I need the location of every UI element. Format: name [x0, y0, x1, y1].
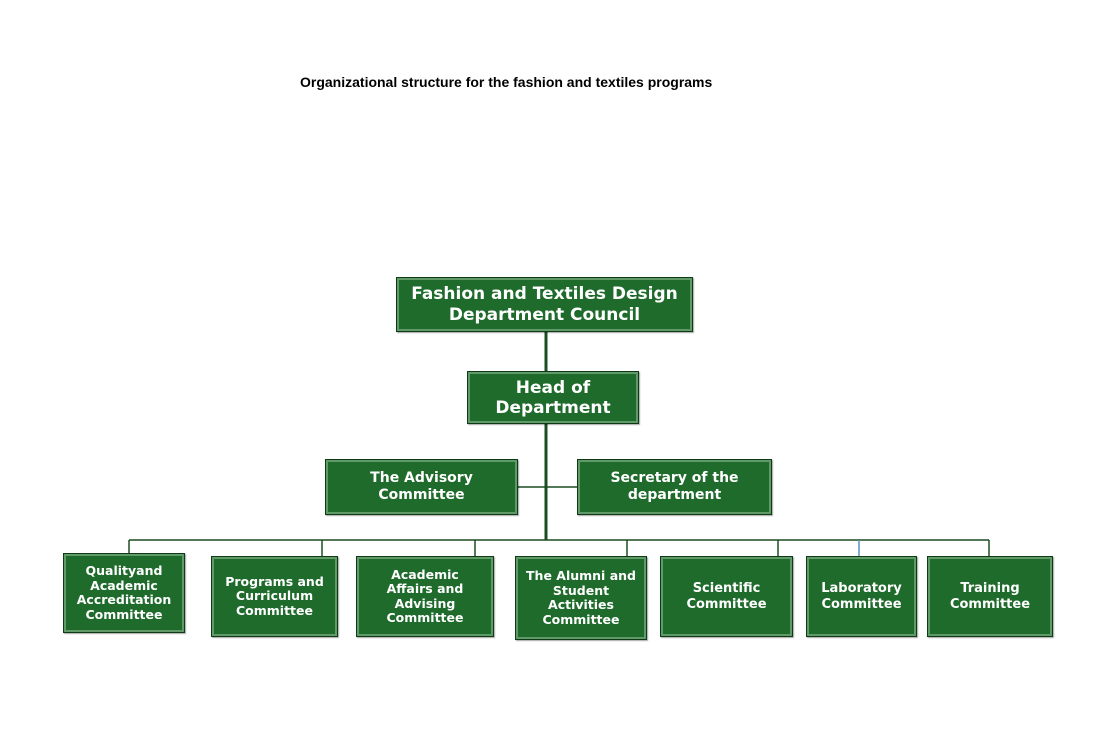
secretary-label: Secretary of the department — [610, 470, 739, 503]
quality-accreditation-committee-label: Qualityand Academic Accreditation Commit… — [76, 563, 172, 622]
laboratory-committee-label: Laboratory Committee — [821, 580, 902, 612]
head-of-department-label: Head of Department — [495, 377, 611, 418]
advisory-committee-box: The Advisory Committee — [325, 459, 518, 515]
laboratory-committee-box: Laboratory Committee — [806, 556, 917, 637]
programs-curriculum-committee-label: Programs and Curriculum Committee — [225, 573, 324, 618]
academic-affairs-committee-box: Academic Affairs and Advising Committee — [356, 556, 494, 637]
programs-curriculum-committee-box: Programs and Curriculum Committee — [211, 556, 338, 637]
diagram-title: Organizational structure for the fashion… — [300, 74, 713, 90]
training-committee-label: Training Committee — [949, 580, 1031, 612]
advisory-committee-label: The Advisory Committee — [370, 470, 473, 503]
head-of-department-box: Head of Department — [467, 371, 639, 424]
secretary-box: Secretary of the department — [577, 459, 772, 515]
academic-affairs-committee-label: Academic Affairs and Advising Committee — [386, 566, 464, 625]
department-council-box: Fashion and Textiles Design Department C… — [396, 277, 693, 332]
alumni-student-activities-committee-label: The Alumni and Student Activities Commit… — [526, 568, 636, 627]
alumni-student-activities-committee-box: The Alumni and Student Activities Commit… — [515, 556, 647, 640]
department-council-label: Fashion and Textiles Design Department C… — [411, 283, 678, 325]
scientific-committee-box: Scientific Committee — [660, 556, 793, 637]
training-committee-box: Training Committee — [927, 556, 1053, 637]
scientific-committee-label: Scientific Committee — [686, 580, 767, 612]
quality-accreditation-committee-box: Qualityand Academic Accreditation Commit… — [63, 553, 185, 633]
